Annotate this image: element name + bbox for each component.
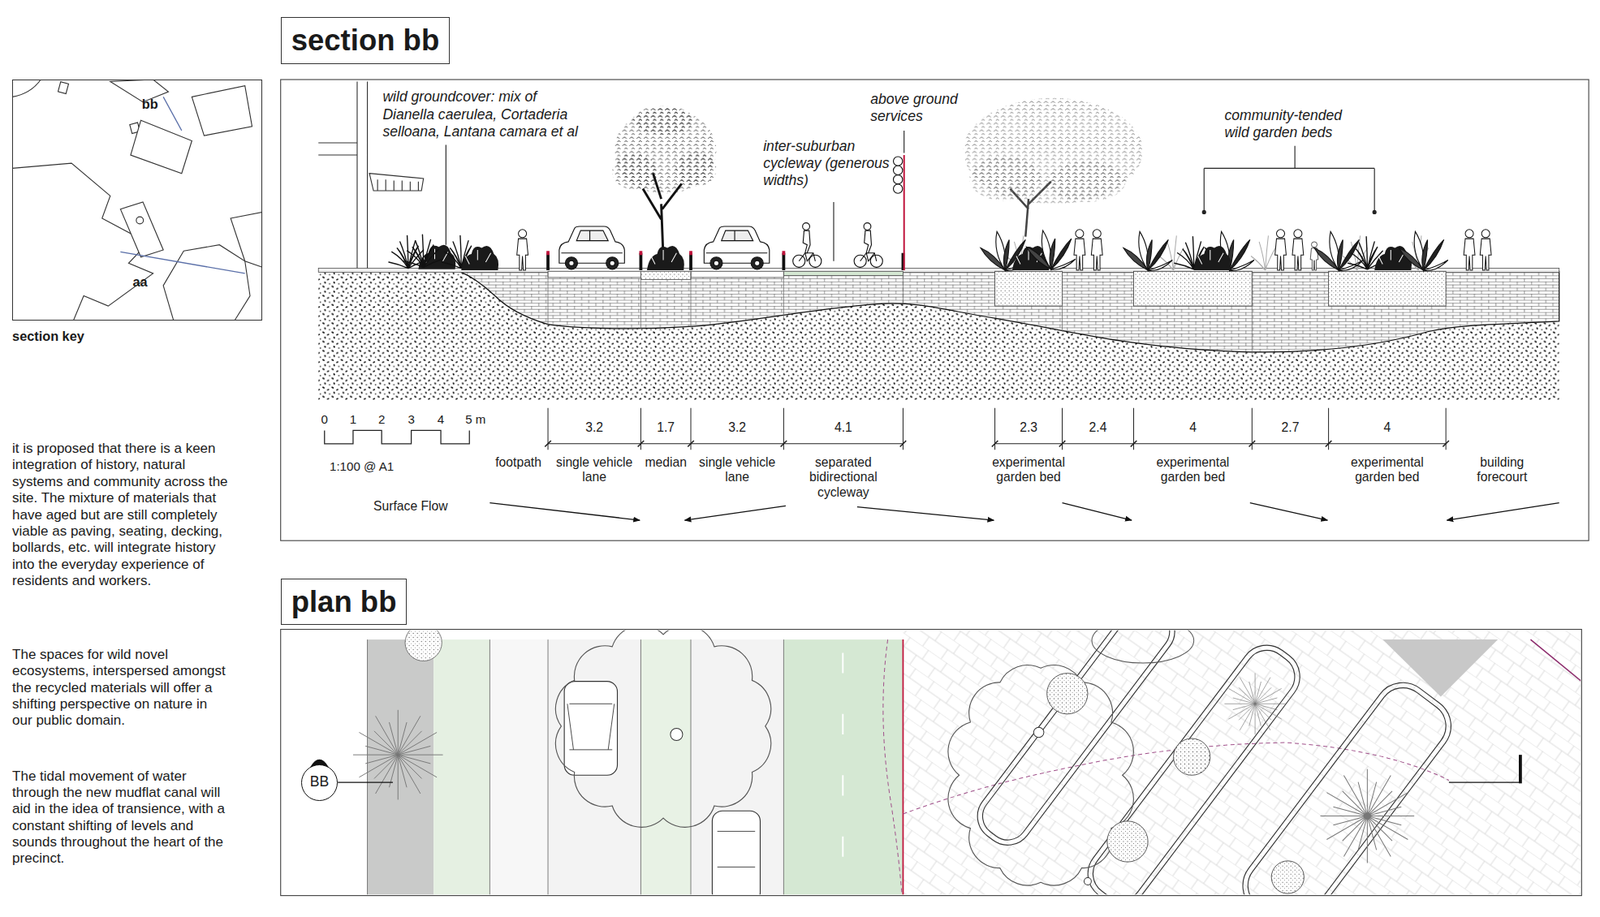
plan-illustration <box>353 630 1581 896</box>
note-text: The tidal movement of water through the … <box>12 768 231 868</box>
flow-arrows <box>489 503 1559 521</box>
scale-number: 4 <box>437 412 445 427</box>
dimension-value: 3.2 <box>585 420 604 436</box>
note-text: it is proposed that there is a keen inte… <box>12 440 231 591</box>
zone-label: building forecourt <box>1461 455 1544 487</box>
heading-box: section bb <box>280 17 451 65</box>
zone-label: separated bidirectional cycleway <box>794 455 892 502</box>
zone-label: single vehicle lane <box>691 455 784 487</box>
map-label: bb <box>142 96 159 113</box>
flow-label: Surface Flow <box>373 499 449 515</box>
map-label: aa <box>132 274 147 291</box>
annotation: inter-suburban cycleway (generous widths… <box>763 138 890 190</box>
section-key-box: section key <box>12 79 263 321</box>
dimension-value: 4 <box>1189 420 1197 436</box>
note-text: The spaces for wild novel ecosystems, in… <box>12 646 231 730</box>
annotation: above ground services <box>870 90 973 126</box>
scale-text: 1:100 @ A1 <box>329 459 394 475</box>
leader-lines <box>445 130 1376 262</box>
scale-number: 5 m <box>465 412 486 427</box>
zone-label: footpath <box>495 455 542 471</box>
dimension-value: 2.3 <box>1019 420 1038 436</box>
section-marker-symbol <box>310 754 1521 784</box>
dimension-lines <box>544 408 1450 451</box>
zone-label: experimental garden bed <box>1147 455 1239 487</box>
dimension-value: 2.4 <box>1089 420 1108 436</box>
dimension-value: 1.7 <box>656 420 675 436</box>
scale-number: 3 <box>407 412 415 427</box>
zone-label: experimental garden bed <box>1341 455 1433 487</box>
dimension-value: 4.1 <box>834 420 853 436</box>
plan-frame <box>280 629 1583 897</box>
section-frame <box>280 79 1589 541</box>
section-marker: BB <box>301 764 338 802</box>
heading-box-text: section bb <box>291 21 440 60</box>
section-marker-text: BB <box>310 773 329 792</box>
dimension-value: 3.2 <box>728 420 747 436</box>
dimension-value: 2.7 <box>1281 420 1300 436</box>
zone-label: median <box>644 455 686 471</box>
annotation: community-tended wild garden beds <box>1224 107 1359 142</box>
zone-label: experimental garden bed <box>983 455 1075 487</box>
scale-number: 1 <box>349 412 357 427</box>
ground-section <box>318 268 1559 402</box>
annotation: wild groundcover: mix of Dianella caerul… <box>382 88 592 140</box>
dimension-value: 4 <box>1384 420 1392 436</box>
heading-box: plan bb <box>280 578 408 626</box>
scale-bar <box>324 430 470 444</box>
scale-number: 0 <box>320 412 328 427</box>
heading-box-text: plan bb <box>291 583 397 622</box>
scale-number: 2 <box>378 412 385 427</box>
zone-label: single vehicle lane <box>548 455 641 487</box>
section-key-box-text: section key <box>12 327 85 345</box>
key-map <box>12 79 263 321</box>
